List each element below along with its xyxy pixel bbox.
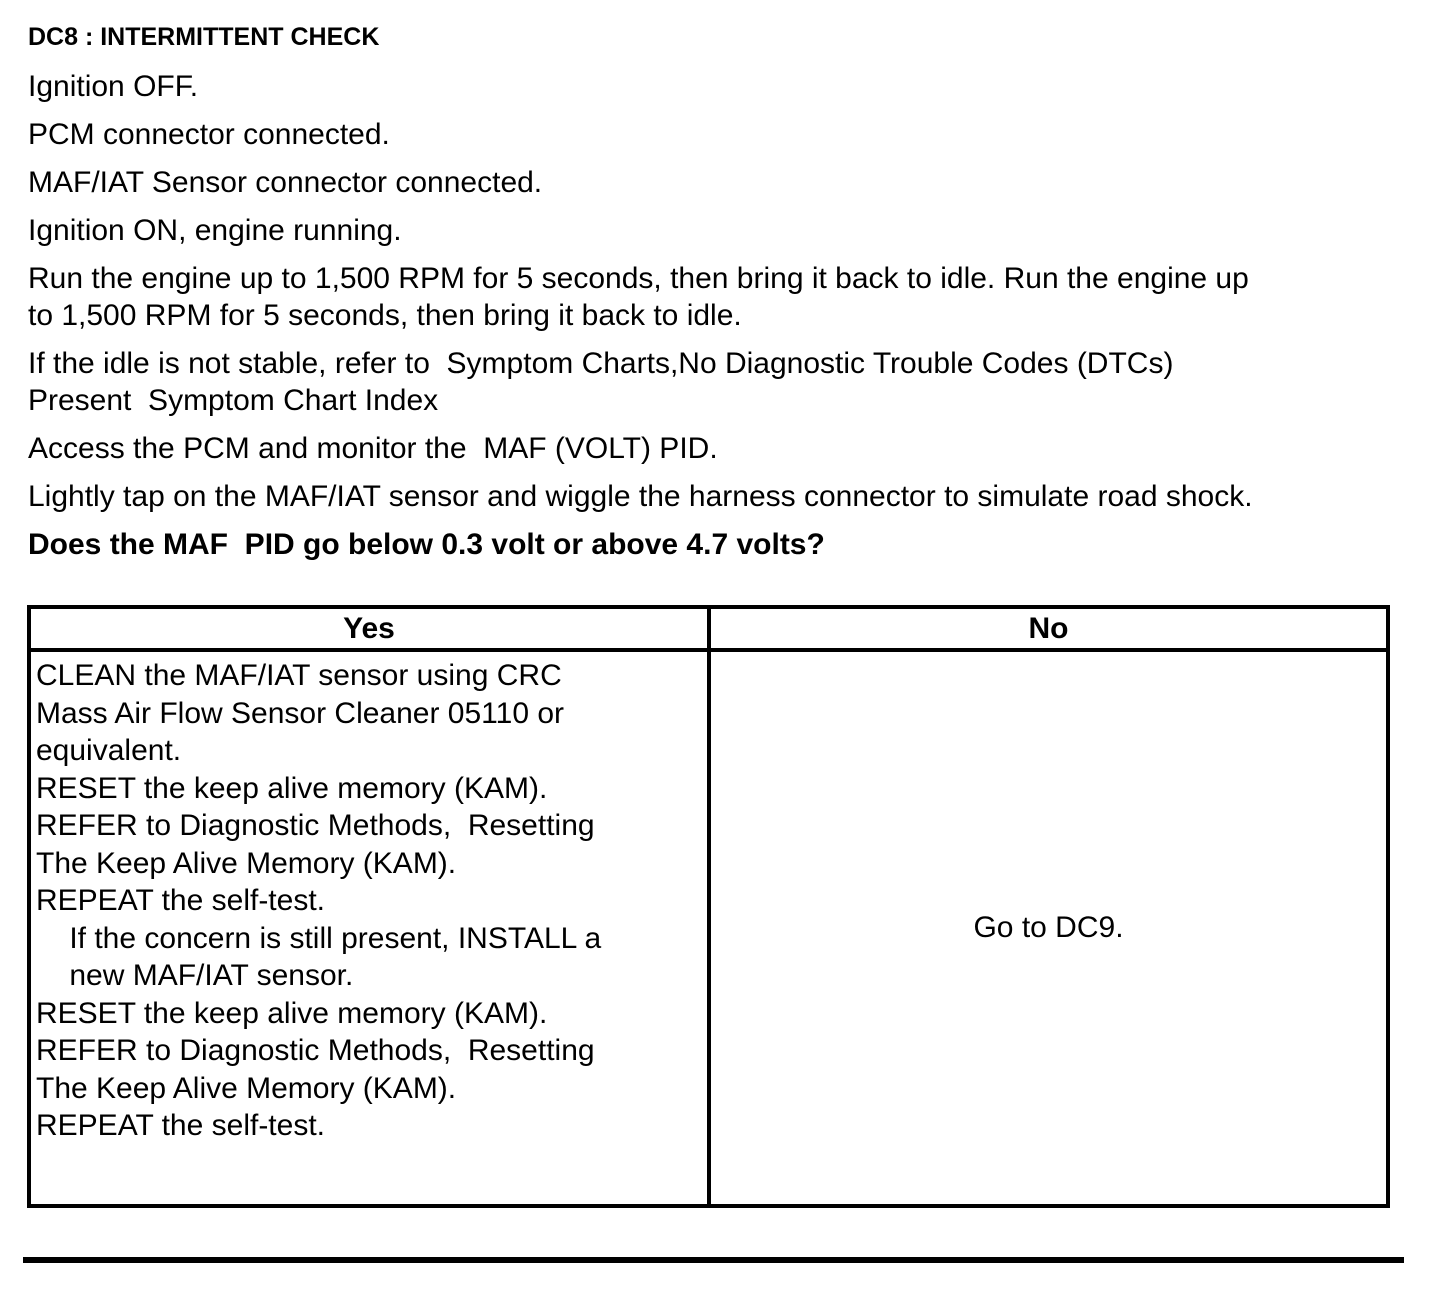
decision-question: Does the MAF PID go below 0.3 volt or ab… bbox=[28, 528, 825, 561]
procedure-step-3: MAF/IAT Sensor connector connected. bbox=[28, 166, 543, 199]
decision-table: Yes No CLEAN the MAF/IAT sensor using CR… bbox=[27, 605, 1390, 1208]
procedure-step-2: PCM connector connected. bbox=[28, 118, 390, 151]
decision-table-body-row: CLEAN the MAF/IAT sensor using CRC Mass … bbox=[27, 648, 1390, 1208]
yes-action-cell: CLEAN the MAF/IAT sensor using CRC Mass … bbox=[27, 648, 711, 1208]
procedure-step-5: Run the engine up to 1,500 RPM for 5 sec… bbox=[28, 262, 1249, 332]
column-header-no: No bbox=[707, 605, 1390, 652]
no-action-cell: Go to DC9. bbox=[707, 648, 1390, 1208]
procedure-step-8: Lightly tap on the MAF/IAT sensor and wi… bbox=[28, 480, 1253, 513]
decision-table-header-row: Yes No bbox=[27, 605, 1390, 652]
procedure-step-1: Ignition OFF. bbox=[28, 70, 199, 103]
page-title: DC8 : INTERMITTENT CHECK bbox=[28, 23, 380, 51]
page-bottom-divider bbox=[23, 1257, 1404, 1263]
procedure-step-7: Access the PCM and monitor the MAF (VOLT… bbox=[28, 432, 718, 465]
procedure-step-4: Ignition ON, engine running. bbox=[28, 214, 402, 247]
column-header-yes: Yes bbox=[27, 605, 711, 652]
procedure-step-6: If the idle is not stable, refer to Symp… bbox=[28, 347, 1174, 417]
